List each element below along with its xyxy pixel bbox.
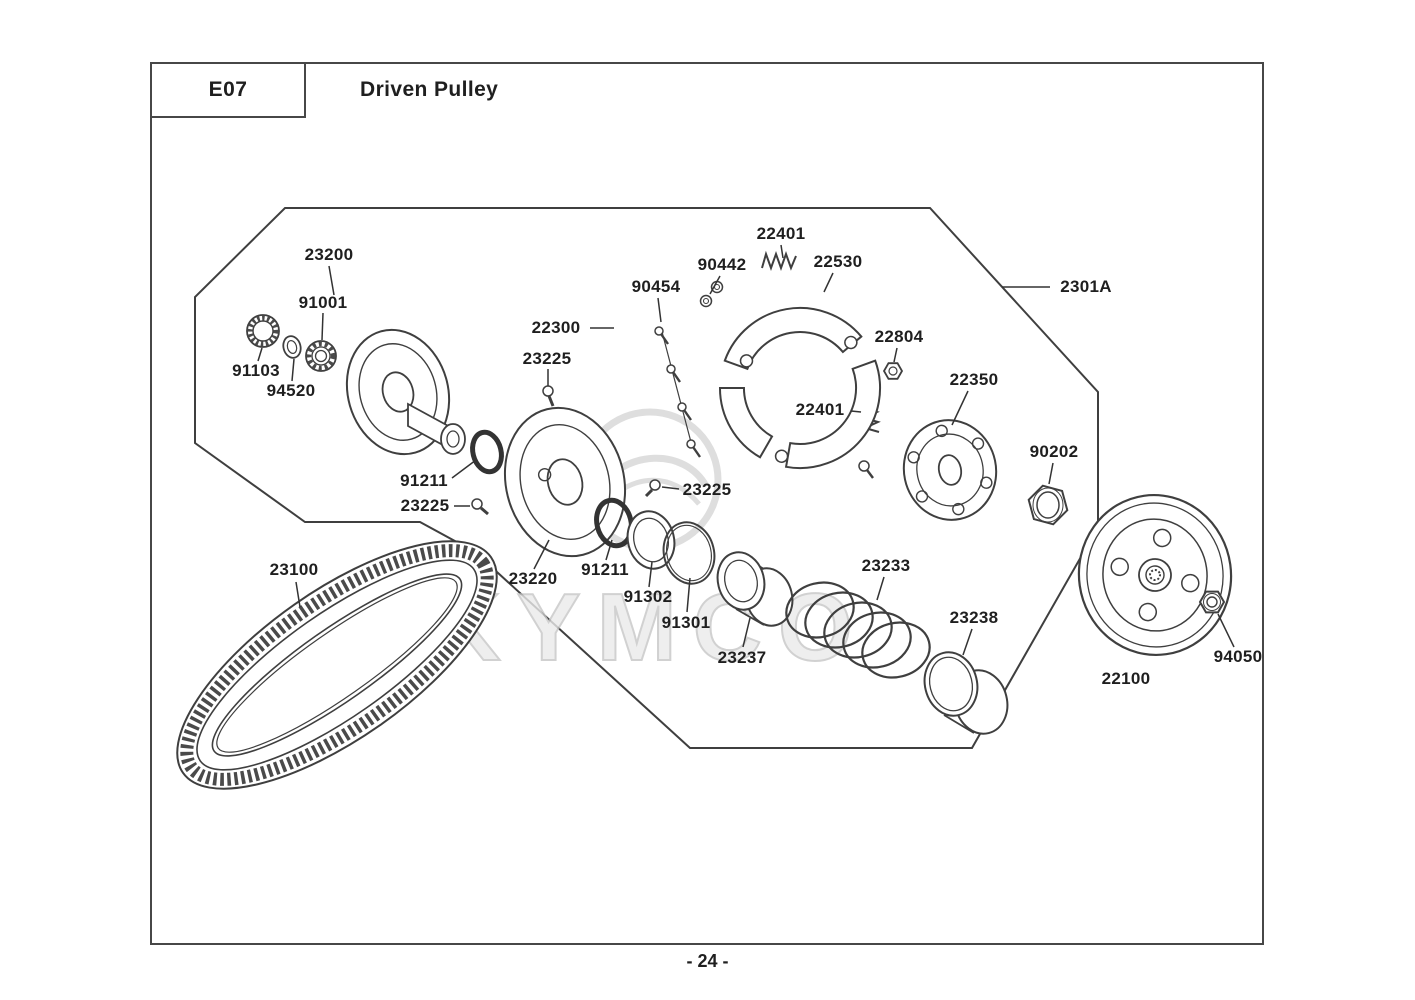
part-label-23100: 23100 <box>269 560 319 579</box>
end-nut <box>1198 590 1226 614</box>
driven-face-assembly <box>246 314 466 456</box>
part-label-23225: 23225 <box>400 496 450 515</box>
part-label-23238: 23238 <box>949 608 999 627</box>
part-label-91211: 91211 <box>400 471 448 490</box>
part-label-23225: 23225 <box>522 349 572 368</box>
shoe-nut <box>858 362 904 479</box>
part-label-2301A: 2301A <box>1060 277 1112 296</box>
part-label-91211: 91211 <box>581 560 629 579</box>
section-code: E07 <box>208 78 248 101</box>
page-title: Driven Pulley <box>360 78 499 101</box>
ball-bearing <box>305 340 337 372</box>
needle-bearing <box>246 314 280 348</box>
set-screws <box>471 385 661 516</box>
part-label-22300: 22300 <box>531 318 581 337</box>
part-label-23200: 23200 <box>304 245 354 264</box>
circlip <box>282 335 302 359</box>
part-label-91301: 91301 <box>661 613 711 632</box>
part-label-23233: 23233 <box>861 556 911 575</box>
page-border <box>150 62 1264 945</box>
part-label-90454: 90454 <box>631 277 681 296</box>
o-ring <box>594 497 634 549</box>
clutch-outer-bell <box>1077 493 1233 657</box>
part-label-91001: 91001 <box>298 293 348 312</box>
pin-washers <box>699 280 724 308</box>
leader-lines <box>257 244 1235 656</box>
panel-outline <box>194 207 1099 749</box>
part-label-94520: 94520 <box>266 381 316 400</box>
part-label-22401: 22401 <box>756 224 806 243</box>
o-ring <box>470 429 504 475</box>
part-label-91103: 91103 <box>232 361 280 380</box>
spring-collar <box>716 551 794 627</box>
part-label-91302: 91302 <box>623 587 673 606</box>
clutch-spring <box>785 581 931 679</box>
section-code-box: E07 <box>150 62 306 118</box>
part-label-94050: 94050 <box>1213 647 1263 666</box>
part-label-23225: 23225 <box>682 480 732 499</box>
part-label-22530: 22530 <box>813 252 863 271</box>
guide-pins <box>654 280 724 458</box>
part-label-22804: 22804 <box>874 327 924 346</box>
lock-nut <box>1027 484 1069 526</box>
part-label-22401: 22401 <box>795 400 845 419</box>
page-number: - 24 - <box>686 951 729 971</box>
clutch-shoe-set <box>718 307 882 470</box>
seal-stack <box>594 497 716 585</box>
drive-belt <box>176 540 498 790</box>
part-label-23237: 23237 <box>717 648 767 667</box>
thin-o-ring <box>662 521 716 585</box>
oil-seal <box>626 510 676 570</box>
drive-plate <box>902 419 998 521</box>
part-label-90202: 90202 <box>1029 442 1079 461</box>
part-label-23220: 23220 <box>508 569 558 588</box>
part-label-90442: 90442 <box>697 255 747 274</box>
spring-seat-cup <box>923 651 1009 735</box>
part-label-22350: 22350 <box>949 370 999 389</box>
part-label-22100: 22100 <box>1101 669 1151 688</box>
